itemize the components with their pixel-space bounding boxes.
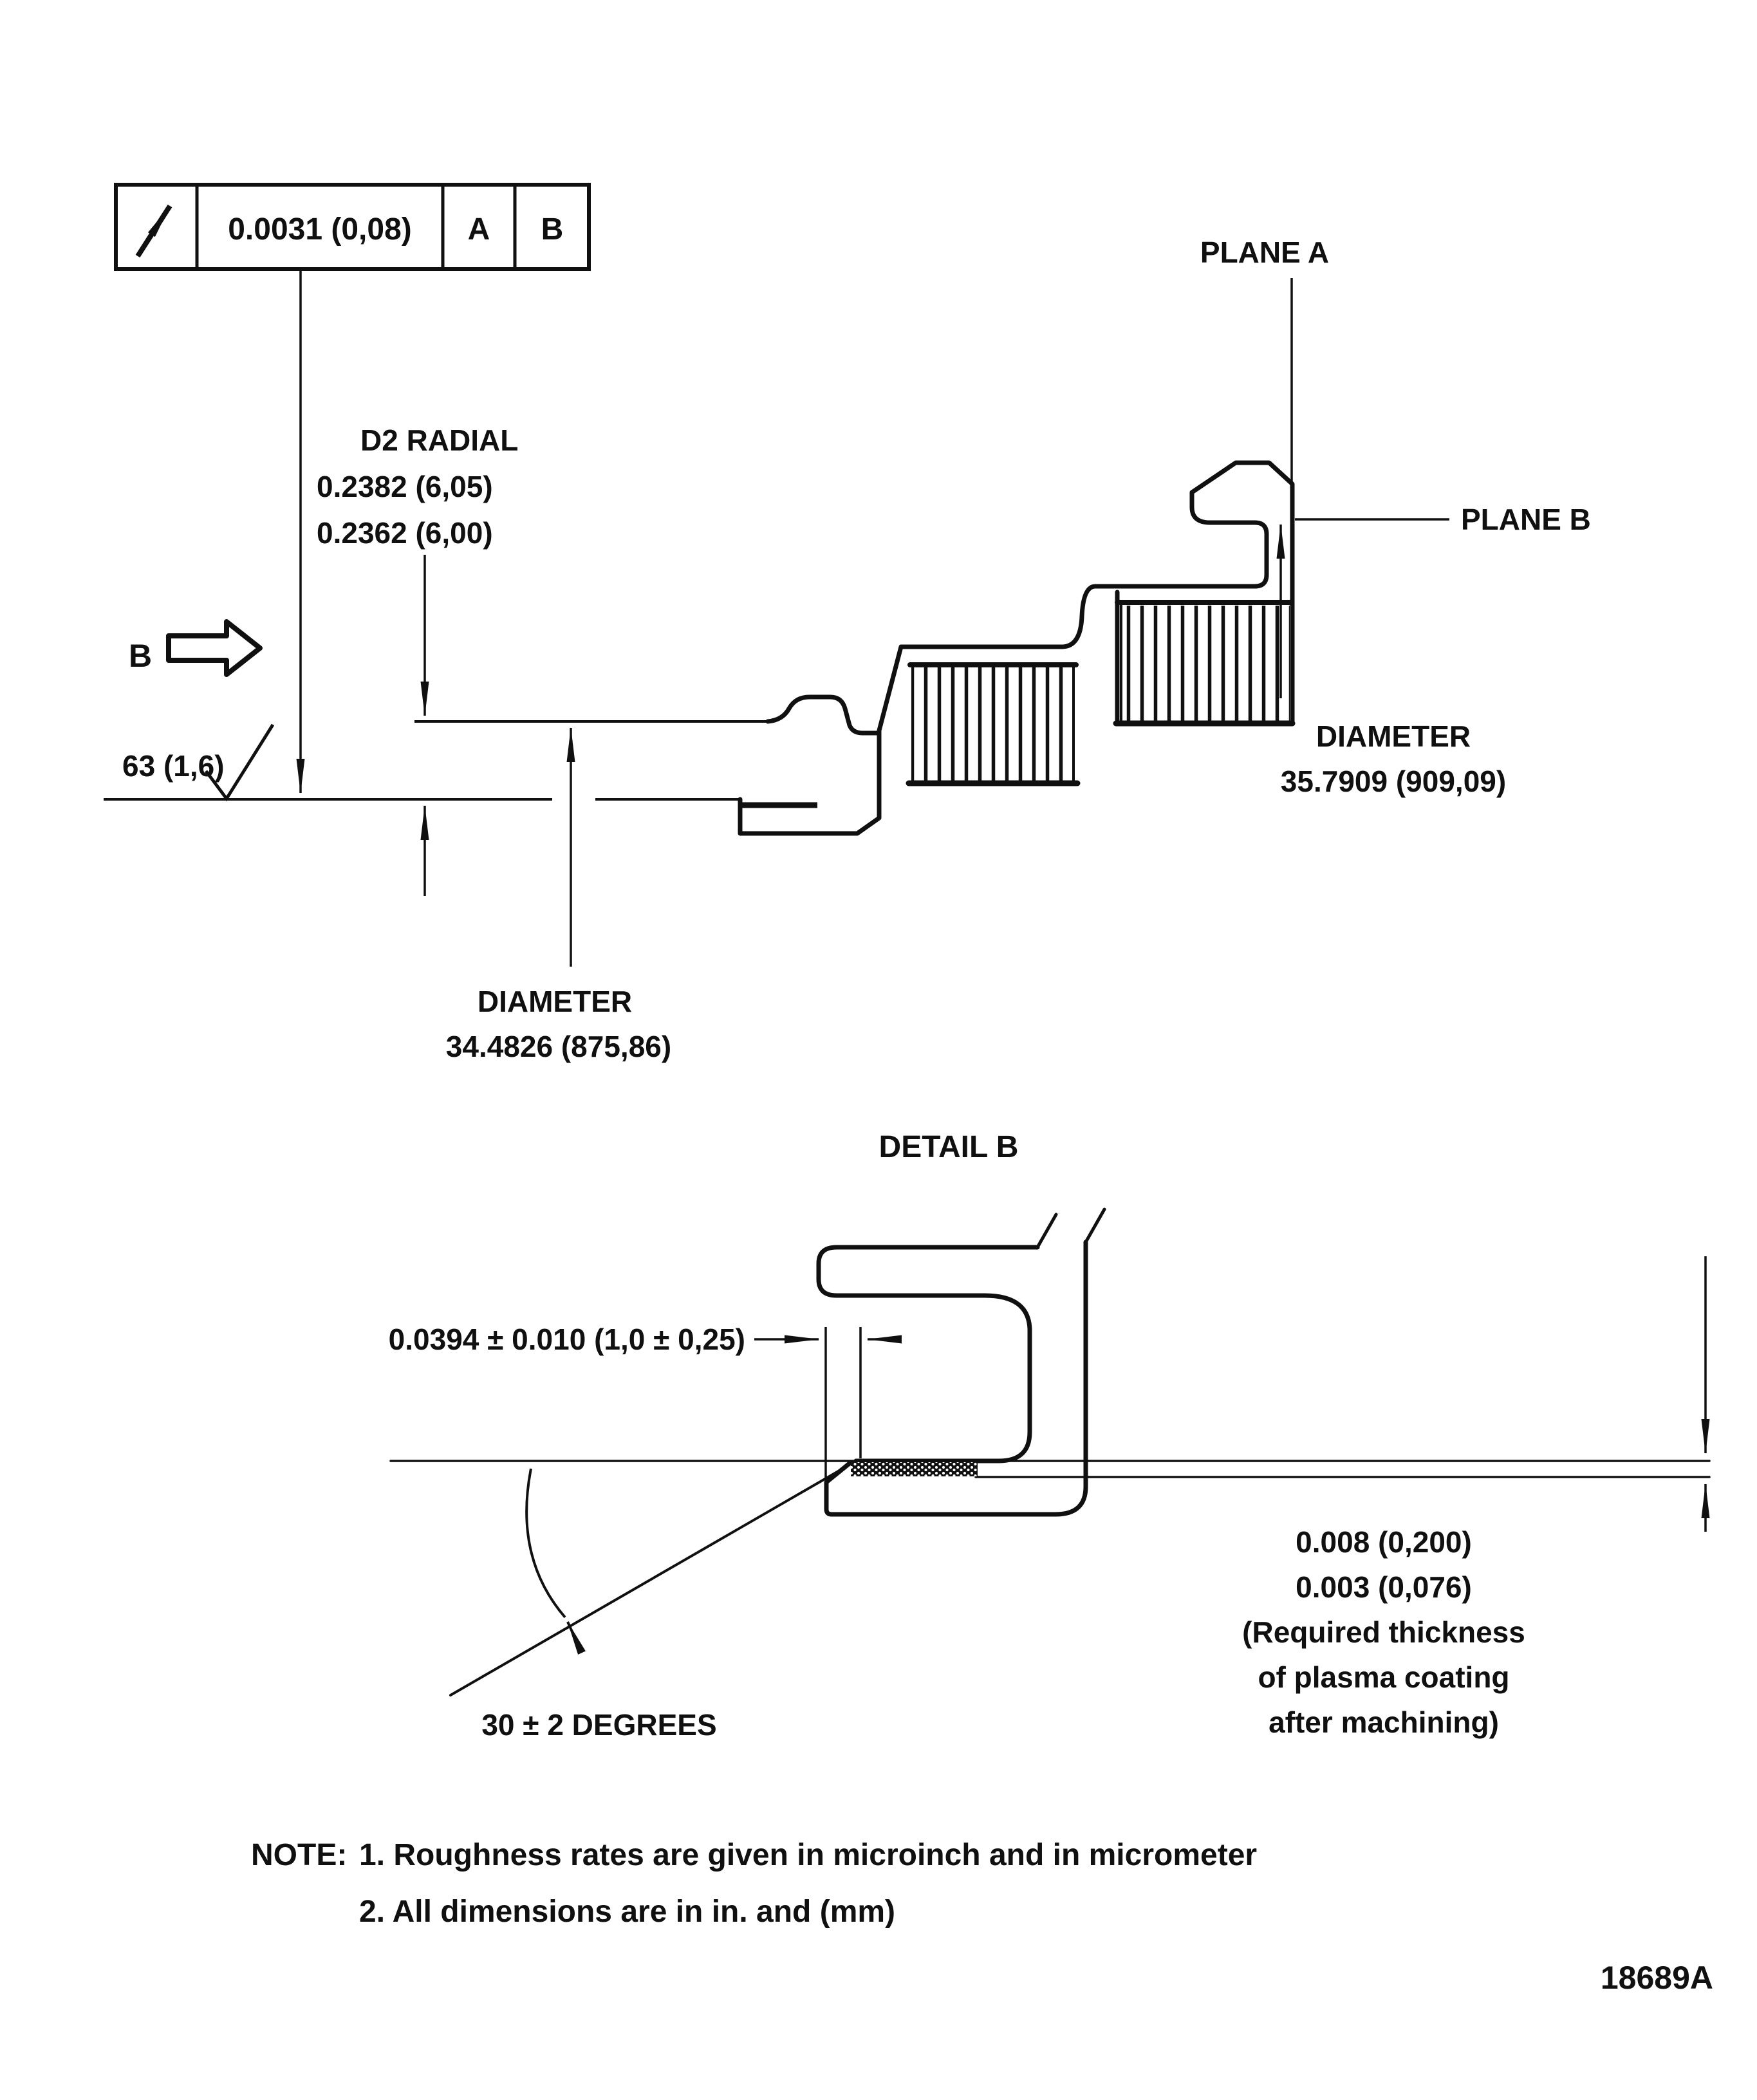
- coating-note-line2: of plasma coating: [1258, 1660, 1509, 1694]
- plane-a-annotation: PLANE A: [1200, 236, 1329, 481]
- coating-thickness-text: 0.008 (0,200) 0.003 (0,076) (Required th…: [1242, 1525, 1525, 1739]
- detail-outer-outline: [824, 1240, 1088, 1517]
- seal-diameter-label: DIAMETER: [478, 985, 632, 1018]
- notes-heading: NOTE:: [251, 1838, 347, 1872]
- seal-strip-lower-hatch: [913, 667, 1074, 781]
- coating-thickness-max: 0.008 (0,200): [1296, 1525, 1472, 1559]
- fcf-tolerance-value: 0.0031 (0,08): [228, 212, 412, 246]
- d2-radial-min: 0.2362 (6,00): [317, 516, 493, 550]
- surface-finish-annotation: 63 (1,6): [122, 723, 275, 802]
- outer-diameter-value: 35.7909 (909,09): [1281, 765, 1506, 798]
- d2-radial-max: 0.2382 (6,05): [317, 470, 493, 503]
- d2-radial-title: D2 RADIAL: [360, 423, 518, 457]
- plane-a-label: PLANE A: [1200, 236, 1329, 269]
- plane-b-annotation: PLANE B: [1295, 503, 1591, 536]
- land-width-extension-lines: [824, 1327, 862, 1479]
- coating-land-width-value: 0.0394 ± 0.010 (1,0 ± 0,25): [389, 1323, 745, 1356]
- detail-break-marks: [1036, 1207, 1106, 1249]
- outer-diameter-annotation: DIAMETER 35.7909 (909,09): [1276, 524, 1506, 798]
- fcf-datum-a: A: [468, 212, 490, 246]
- view-b-arrow: B: [129, 619, 263, 677]
- figure-number: 18689A: [1601, 1960, 1713, 1996]
- coating-thickness-min: 0.003 (0,076): [1296, 1570, 1472, 1604]
- detail-inner-outline: [816, 1245, 1040, 1463]
- fcf-box: [114, 183, 591, 271]
- feature-control-frame: [114, 183, 591, 271]
- seal-strip-lower-sides: [911, 666, 1075, 783]
- view-direction-block-arrow-icon: [166, 619, 263, 677]
- angle-arc: [525, 1468, 566, 1619]
- angle-arc-arrow: [566, 1621, 586, 1655]
- d2-radial-annotation: D2 RADIAL 0.2382 (6,05) 0.2362 (6,00): [317, 423, 518, 896]
- surface-finish-value: 63 (1,6): [122, 749, 225, 783]
- chamfer-30deg-line: [449, 1462, 854, 1696]
- detail-b-view: [389, 1207, 1711, 1696]
- seal-diameter-value: 34.4826 (875,86): [446, 1030, 671, 1063]
- chamfer-angle-dimension: [525, 1468, 586, 1655]
- coating-land-width-dimension: [754, 1327, 902, 1479]
- fcf-datum-b: B: [541, 212, 564, 246]
- notes-block: NOTE: 1. Roughness rates are given in mi…: [251, 1838, 1257, 1929]
- chamfer-angle-value: 30 ± 2 DEGREES: [481, 1708, 716, 1742]
- profile-hook-outline: [765, 694, 881, 736]
- seal-strip-upper: [1113, 600, 1296, 727]
- detail-b-title: DETAIL B: [879, 1130, 1019, 1164]
- outer-diameter-label: DIAMETER: [1316, 720, 1471, 753]
- plane-b-label: PLANE B: [1461, 503, 1591, 536]
- coating-note-line1: (Required thickness: [1242, 1615, 1525, 1649]
- circular-runout-icon: [135, 204, 172, 258]
- main-view-surface-lines: [104, 720, 817, 808]
- plasma-coating-layer: [851, 1462, 978, 1476]
- main-profile-cross-section: [738, 460, 1296, 836]
- note-2: 2. All dimensions are in in. and (mm): [359, 1895, 895, 1929]
- profile-outline: [738, 460, 1295, 836]
- seal-strip-lower: [906, 662, 1081, 786]
- fcf-cell-dividers: [195, 185, 517, 269]
- seal-strip-upper-hatch: [1121, 606, 1290, 721]
- seal-diameter-annotation: DIAMETER 34.4826 (875,86): [446, 727, 671, 1063]
- coating-note-line3: after machining): [1269, 1705, 1499, 1739]
- note-1: 1. Roughness rates are given in microinc…: [359, 1838, 1257, 1872]
- view-b-label: B: [129, 638, 152, 674]
